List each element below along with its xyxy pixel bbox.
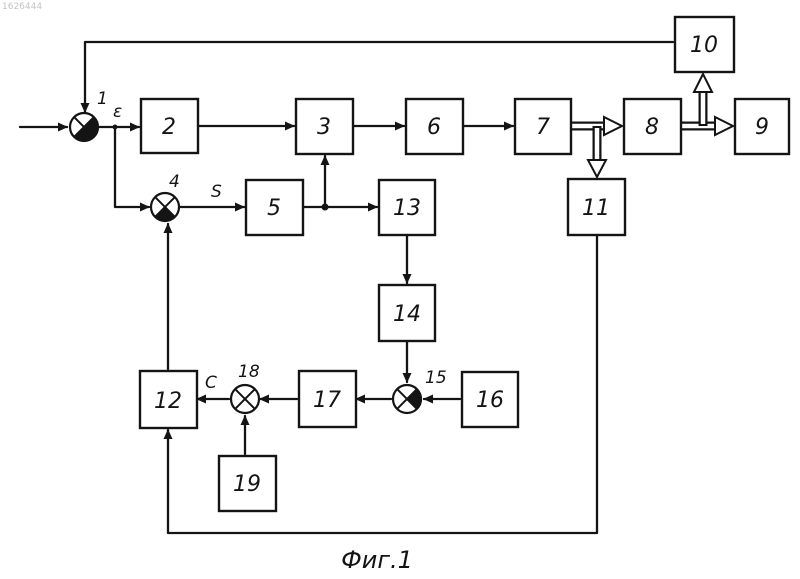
block-10: 10: [675, 17, 734, 72]
summator-4: [151, 193, 179, 221]
block-label: 12: [154, 389, 182, 414]
block-2: 2: [141, 99, 198, 153]
block-label: 14: [393, 302, 421, 327]
block-label: 11: [582, 196, 610, 221]
block-label: 16: [476, 388, 504, 413]
figure-caption: Фиг.1: [341, 546, 413, 574]
summator-1: [70, 113, 98, 141]
block-11: 11: [568, 179, 625, 235]
block-3: 3: [296, 99, 353, 154]
block-label: 9: [755, 115, 769, 140]
block-label: 19: [233, 472, 261, 497]
summator-15: [393, 385, 421, 413]
block-6: 6: [406, 99, 463, 154]
block-17: 17: [299, 371, 356, 427]
bus-7-to-11-head: [588, 160, 606, 177]
bus-8-to-9-head: [715, 117, 733, 135]
summator-4-label: 4: [169, 172, 180, 192]
summator-18: [231, 385, 259, 413]
block-5: 5: [246, 180, 303, 235]
block-label: 13: [393, 196, 421, 221]
signal-epsilon-label: ε: [113, 102, 122, 122]
bus-8-to-10-head: [694, 74, 712, 92]
block-label: 2: [162, 115, 176, 140]
block-9: 9: [735, 99, 789, 154]
summator-15-label: 15: [425, 368, 447, 388]
summator-1-label: 1: [97, 89, 108, 109]
summator-18-label: 18: [238, 362, 260, 382]
block-19: 19: [219, 456, 276, 511]
bus-7-to-8-head: [604, 117, 622, 135]
block-8: 8: [624, 99, 681, 154]
block-14: 14: [379, 285, 435, 341]
block-label: 7: [536, 115, 550, 140]
block-7: 7: [515, 99, 571, 154]
document-stamp: 1626444: [2, 2, 42, 12]
block-label: 6: [427, 115, 441, 140]
block-label: 5: [267, 196, 281, 221]
junction-dot: [322, 204, 329, 211]
block-12: 12: [140, 371, 197, 428]
junction-dot-epsilon: [113, 125, 118, 130]
signal-s-label: S: [211, 182, 222, 202]
block-16: 16: [462, 372, 518, 427]
signal-c-label: C: [205, 373, 217, 393]
block-13: 13: [379, 180, 435, 235]
block-label: 17: [313, 388, 341, 413]
block-label: 8: [645, 115, 659, 140]
block-label: 10: [690, 33, 718, 58]
block-label: 3: [317, 115, 331, 140]
